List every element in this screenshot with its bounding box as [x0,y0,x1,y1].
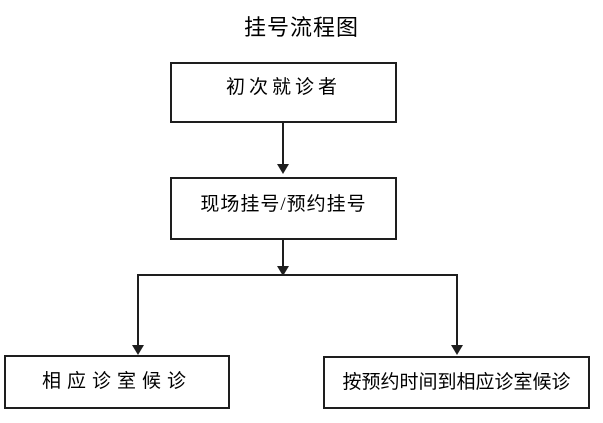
connector-first-visit-to-registration [282,123,284,166]
connector-registration-to-branch [282,240,284,268]
connector-branch-to-onsite-waiting [137,274,139,347]
flow-node-appointment-waiting: 按预约时间到相应诊室候诊 [323,356,590,409]
arrowhead-down-icon [277,164,289,174]
flow-node-label: 初次就诊者 [225,77,341,98]
flow-node-first-visit: 初次就诊者 [170,62,397,123]
arrowhead-down-icon [277,266,289,276]
flow-node-label: 相应诊室候诊 [41,370,192,392]
diagram-title: 挂号流程图 [243,15,359,40]
arrowhead-down-icon [132,345,144,355]
branch-horizontal-line [137,274,458,276]
connector-branch-to-appointment-waiting [456,274,458,347]
flow-node-registration: 现场挂号/预约挂号 [170,177,397,240]
flow-node-label: 按预约时间到相应诊室候诊 [342,371,571,393]
flow-node-label: 现场挂号/预约挂号 [200,193,367,215]
flow-node-onsite-waiting: 相应诊室候诊 [4,355,230,409]
arrowhead-down-icon [451,345,463,355]
